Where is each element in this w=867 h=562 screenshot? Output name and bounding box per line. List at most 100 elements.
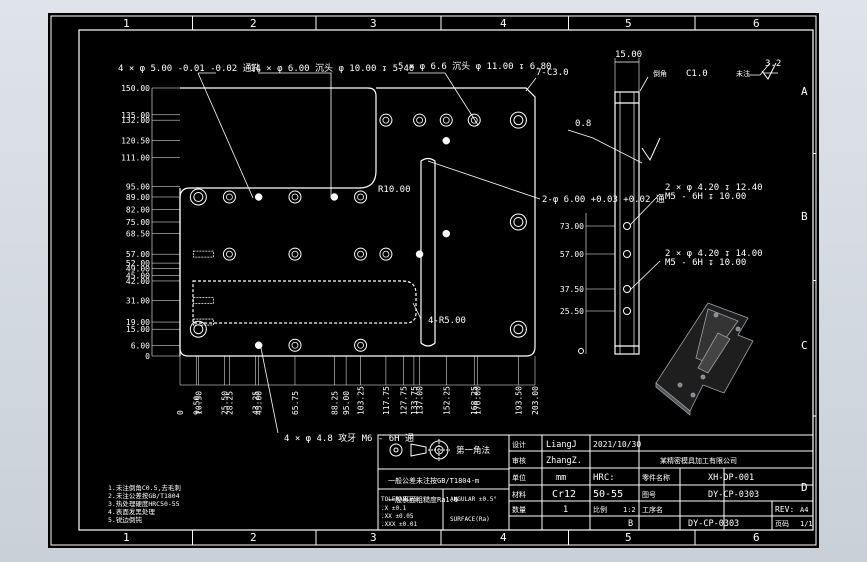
y-dim-label: 111.00: [121, 154, 150, 163]
tapped-hole-outer: [354, 190, 368, 204]
tb-projection: 第一角法: [456, 445, 490, 456]
y-dim-label: 75.00: [126, 218, 150, 227]
zone-ticks: [192, 16, 816, 545]
front-view: [179, 87, 536, 357]
tb-material: Cr12: [552, 489, 576, 500]
tapped-hole-inner: [291, 250, 299, 258]
zone-label-side: A: [801, 85, 808, 98]
x-dim-label: 137.00: [416, 386, 425, 415]
zone-label-top: 5: [625, 17, 632, 30]
tb-angular: ANGULAR ±0.5°: [450, 496, 497, 503]
callout-side-thread2: 2 × φ 4.20 ↧ 14.00: [665, 249, 763, 259]
tech-notes: 1.未注倒角C0.5,去毛刺2.未注公差按GB/T18043.热处理硬度HRC5…: [108, 483, 181, 524]
zone-label-bottom: 2: [250, 531, 257, 544]
tapped-hole-inner: [226, 250, 233, 258]
side-hole: [623, 222, 631, 230]
title-block-frame: [377, 434, 814, 531]
tb-material-label: 材料: [512, 490, 526, 499]
x-dim-label: 127.75: [399, 386, 408, 415]
tb-label-design: 设计: [512, 440, 526, 449]
pin-slot: [420, 157, 436, 347]
tb-qty-label: 数量: [512, 505, 526, 514]
tb-process-label: 工序名: [642, 505, 663, 514]
tb-tol2: .XX ±0.05: [381, 513, 414, 520]
callout-r10: R10.00: [378, 185, 411, 195]
roughness-label: 3.2: [765, 59, 781, 69]
tb-drawing-no: DY-CP-0303: [708, 490, 759, 500]
x-dim-label: 45.00: [255, 391, 264, 415]
tb-drawing-no2: DY-CP-0303: [688, 519, 739, 529]
tapped-hole-inner: [226, 193, 233, 201]
side-hole: [623, 285, 631, 293]
side-chamfer-label: C1.0: [686, 69, 708, 79]
y-dim-label: 68.50: [126, 230, 150, 239]
tapped-hole-outer: [413, 113, 427, 127]
pin-hole: [330, 193, 339, 201]
callout-r5: 4-R5.00: [428, 316, 466, 326]
y-dim-label: 82.00: [126, 205, 150, 214]
note-a: 倒角: [653, 69, 667, 78]
x-dim-label: 9.50: [193, 396, 202, 415]
tb-scale: 1:2: [623, 506, 636, 514]
callout-top-mid: 14 × φ 6.00 沉头 φ 10.00 ↧ 5.40: [250, 63, 414, 74]
side-hole: [578, 348, 584, 354]
callout-side-thread1: 2 × φ 4.20 ↧ 12.40: [665, 183, 763, 193]
y-dim-label: 150.00: [121, 84, 150, 93]
zone-label-side: D: [801, 481, 808, 494]
callout-top-left: 4 × φ 5.00 -0.01 -0.02 通孔: [118, 63, 261, 74]
side-thread-hidden: [192, 250, 214, 258]
zone-label-top: 1: [123, 17, 130, 30]
counterbore-outer: [189, 320, 207, 338]
x-dim-label: 10.50: [194, 391, 203, 415]
tb-note1: 一般公差未注按GB/T1804-m: [388, 476, 479, 485]
tapped-hole-inner: [291, 193, 299, 201]
side-thread-hidden: [192, 297, 214, 305]
title-block-text: 第一角法 一般公差未注按GB/T1804-m 一般表面粗糙度Ra1.6 TOLE…: [381, 440, 813, 529]
tapped-hole-outer: [379, 113, 393, 127]
zone-label-bottom: 5: [625, 531, 632, 544]
tb-hardness-label: HRC:: [593, 473, 615, 483]
side-view: [614, 58, 640, 355]
tapped-hole-inner: [382, 116, 390, 124]
tech-note-line: 3.热处理硬度HRC50-55: [108, 499, 180, 508]
tapped-hole-inner: [357, 250, 364, 258]
tech-note-line: 4.表面发黑处理: [108, 507, 155, 516]
side-body: [614, 91, 640, 355]
x-dim-label: 25.50: [221, 391, 230, 415]
tb-company: 某精密模具加工有限公司: [660, 456, 737, 465]
counterbore-inner: [193, 324, 204, 335]
zone-label-bottom: 4: [500, 531, 507, 544]
zone-label-top: 4: [500, 17, 507, 30]
zone-label-top: 2: [250, 17, 257, 30]
surface-symbols: [641, 62, 777, 162]
counterbore-inner: [513, 324, 524, 335]
tapped-hole-outer: [288, 338, 302, 352]
y-dim-label: 0: [145, 352, 150, 361]
y-dim-label: 132.00: [121, 116, 150, 125]
plate-outline: [179, 87, 536, 357]
tapped-hole-inner: [470, 116, 478, 124]
tech-note-line: 2.未注公差按GB/T1804: [108, 491, 180, 500]
tb-part-no: XH-DP-001: [708, 473, 754, 483]
zone-label-bottom: 3: [370, 531, 377, 544]
tb-part-label: 零件名称: [642, 473, 670, 482]
y-dim-label: 45.00: [126, 272, 150, 281]
note-b: 未注: [736, 69, 750, 78]
side-dim-label: 73.00: [560, 222, 584, 231]
x-dim-label: 193.50: [514, 386, 523, 415]
tb-hardness: 50-55: [593, 489, 623, 500]
y-dim-label: 6.00: [131, 341, 150, 350]
side-holes: [578, 222, 631, 354]
tb-rev-label: REV:: [775, 505, 794, 514]
pin-hole: [442, 229, 450, 238]
x-dim-label: 170.00: [473, 386, 482, 415]
y-dim-label: 57.00: [126, 250, 150, 259]
y-dim-label: 135.00: [121, 111, 150, 120]
counterbore-inner: [513, 217, 524, 227]
side-dim-label: 57.00: [560, 250, 584, 259]
hole-pattern: [189, 111, 527, 352]
y-dim-label: 31.00: [126, 297, 150, 306]
